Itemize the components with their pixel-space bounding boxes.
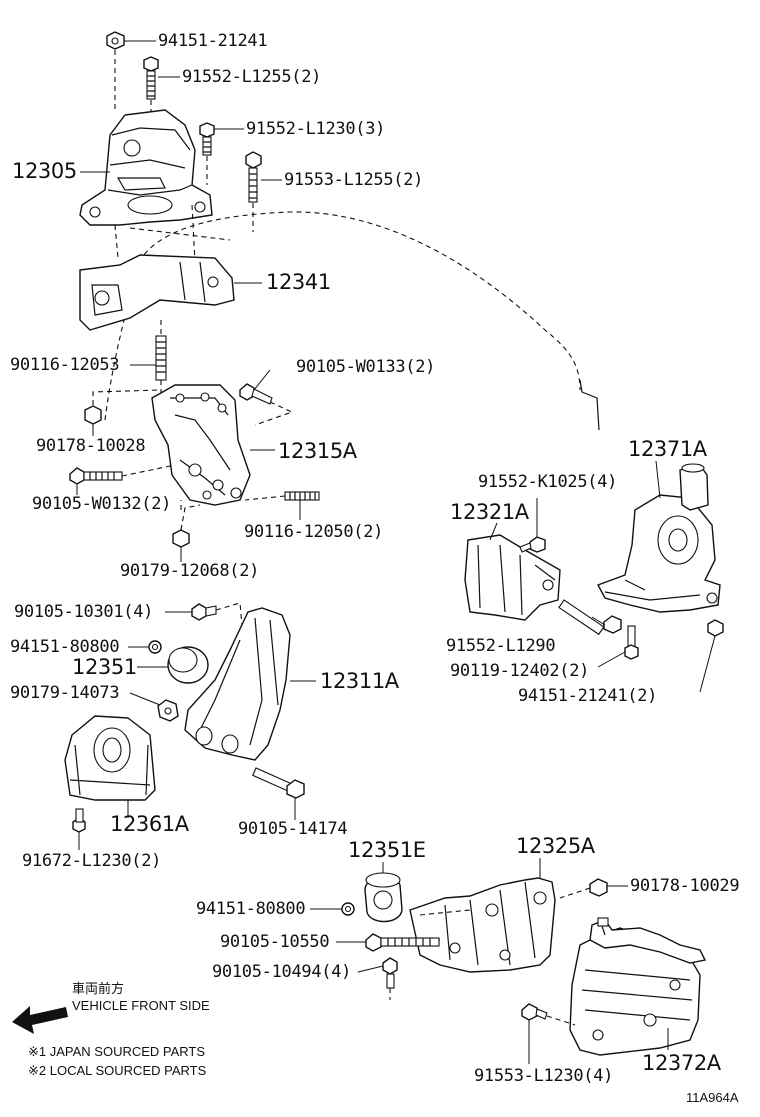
front-label-en: VEHICLE FRONT SIDE <box>72 998 210 1013</box>
bolt-90119-12402 <box>624 625 639 660</box>
label-12372A: 12372A <box>642 1051 721 1075</box>
nut-90179-14073 <box>157 699 179 722</box>
label-12311A: 12311A <box>320 669 399 693</box>
label-91552-K1025: 91552-K1025(4) <box>478 472 618 492</box>
bolt-91553-L1230 <box>521 1003 548 1021</box>
bracket-12321A <box>464 534 561 621</box>
stud-90116-12053 <box>155 335 167 381</box>
label-91552-L1290: 91552-L1290 <box>446 636 556 656</box>
label-91553-L1255: 91553-L1255(2) <box>284 170 424 190</box>
label-90105-W0132: 90105-W0132(2) <box>32 494 172 514</box>
label-90105-10494: 90105-10494(4) <box>212 962 352 982</box>
insulator-12351E <box>364 872 403 923</box>
label-12351E: 12351E <box>348 838 426 862</box>
bolt-91552-K1025 <box>519 536 546 553</box>
label-12315A: 12315A <box>278 439 357 463</box>
label-90105-10550: 90105-10550 <box>220 932 330 952</box>
bolt-90105-W0133 <box>239 383 273 405</box>
nut-94151-80800-b <box>341 902 355 916</box>
label-90178-10029: 90178-10029 <box>630 876 740 896</box>
left-arrow-icon <box>12 1006 68 1034</box>
label-12361A: 12361A <box>110 812 189 836</box>
engine-mount-12305 <box>79 109 213 226</box>
nut-90178-10029 <box>589 878 608 897</box>
label-91552-L1230: 91552-L1230(3) <box>246 119 386 139</box>
mount-12371A <box>597 463 721 613</box>
nut-90179-12068 <box>172 529 190 548</box>
label-90119-12402: 90119-12402(2) <box>450 661 590 681</box>
bolt-90105-10550 <box>365 933 440 952</box>
label-90105-10301: 90105-10301(4) <box>14 602 154 622</box>
note-local-sourced: ※2 LOCAL SOURCED PARTS <box>28 1063 207 1078</box>
label-90105-W0133: 90105-W0133(2) <box>296 357 436 377</box>
label-94151-80800: 94151-80800 <box>10 637 120 657</box>
label-12325A: 12325A <box>516 834 595 858</box>
bracket-12341 <box>79 254 235 331</box>
label-90179-12068: 90179-12068(2) <box>120 561 260 581</box>
mount-12372A <box>569 917 707 1056</box>
mount-12361A <box>64 715 156 801</box>
bracket-12311A <box>184 607 291 761</box>
nut-94151-21241-b <box>707 619 724 637</box>
label-91553-L1230: 91553-L1230(4) <box>474 1066 614 1086</box>
label-94151-80800-b: 94151-80800 <box>196 899 306 919</box>
figure-code: 11A964A <box>686 1090 739 1105</box>
front-label-jp: 車両前方 <box>72 981 125 996</box>
bolt-90105-10494 <box>382 957 398 989</box>
label-91552-L1255: 91552-L1255(2) <box>182 67 322 87</box>
nut-90178-10028 <box>84 405 102 425</box>
bolt-91552-L1230 <box>199 122 215 156</box>
label-94151-21241: 94151-21241 <box>158 31 268 51</box>
label-91672-L1230: 91672-L1230(2) <box>22 851 162 871</box>
nut-94151-80800 <box>148 640 162 654</box>
bolt-90105-W0132 <box>69 467 123 485</box>
label-12321A: 12321A <box>450 500 529 524</box>
bolt-91552-L1255 <box>143 56 159 100</box>
insulator-12351 <box>167 646 209 684</box>
note-japan-sourced: ※1 JAPAN SOURCED PARTS <box>28 1044 206 1059</box>
bolt-91552-L1290 <box>558 599 622 636</box>
bracket-12325A <box>409 877 556 973</box>
bolt-91553-L1255 <box>245 151 262 203</box>
label-12341: 12341 <box>266 270 331 294</box>
label-90179-14073: 90179-14073 <box>10 683 120 703</box>
bolt-90105-14174 <box>252 767 305 799</box>
label-12351: 12351 <box>72 655 137 679</box>
label-94151-21241-b: 94151-21241(2) <box>518 686 658 706</box>
nut-94151-21241 <box>106 31 125 50</box>
bolt-91672-L1230 <box>72 808 86 833</box>
stud-90116-12050 <box>284 491 320 501</box>
label-12305: 12305 <box>12 159 77 183</box>
label-90116-12053: 90116-12053 <box>10 355 120 375</box>
label-90105-14174: 90105-14174 <box>238 819 348 839</box>
label-90178-10028: 90178-10028 <box>36 436 146 456</box>
label-12371A: 12371A <box>628 437 707 461</box>
bracket-12315A <box>151 384 251 506</box>
label-90116-12050: 90116-12050(2) <box>244 522 384 542</box>
bolt-90105-10301 <box>191 603 217 621</box>
